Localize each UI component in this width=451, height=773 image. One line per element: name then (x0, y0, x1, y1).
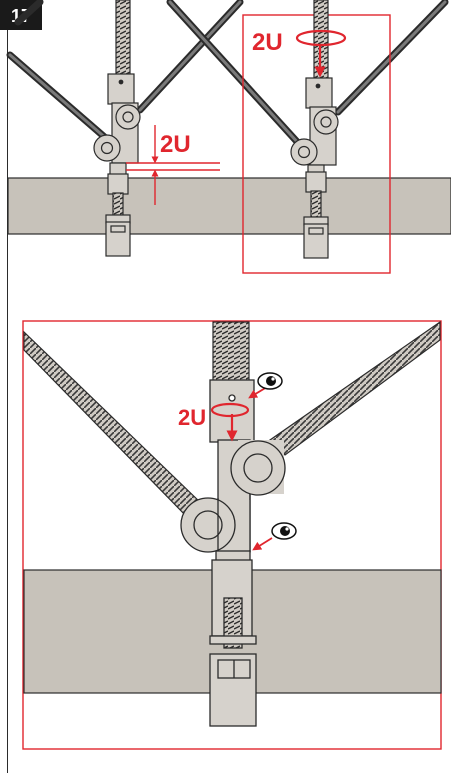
turn-label-detail: 2U (178, 405, 206, 430)
detail-panel: 2U (22, 320, 442, 750)
tensioner-left (93, 0, 141, 257)
turnbuckle (180, 379, 286, 727)
beam-top (7, 177, 451, 235)
threaded-rod (212, 321, 250, 385)
rotate-arrow-icon (295, 29, 347, 78)
detail-rods (23, 320, 441, 521)
cables (6, 0, 449, 149)
gap-label: 2U (160, 131, 191, 158)
rotate-arrow-icon (210, 402, 250, 418)
gap-indicator (126, 125, 220, 205)
overview-panel: 2U 2U (6, 0, 451, 274)
turn-label-top: 2U (252, 29, 283, 56)
eye-icon (252, 522, 297, 551)
tensioner-right (290, 0, 339, 259)
eye-icon (248, 372, 283, 399)
